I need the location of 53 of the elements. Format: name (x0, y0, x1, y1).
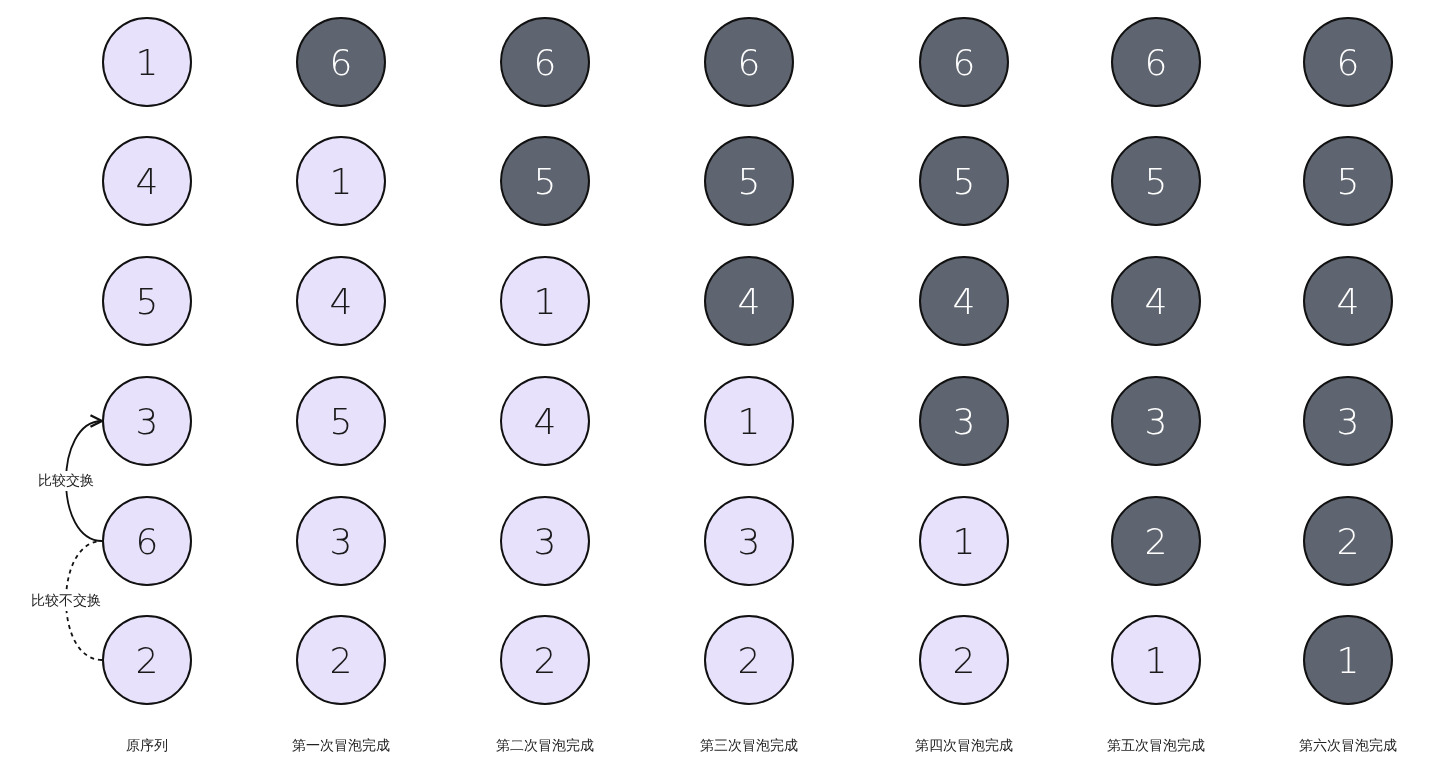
number: 6 (737, 41, 761, 83)
edge-label: 比较不交换 (29, 590, 103, 611)
column-caption: 第二次冒泡完成 (496, 737, 594, 755)
column-caption: 第六次冒泡完成 (1299, 737, 1397, 755)
number: 3 (1144, 400, 1168, 442)
number: 3 (1336, 400, 1360, 442)
number: 1 (737, 400, 761, 442)
number: 1 (135, 41, 159, 83)
number: 3 (533, 520, 557, 562)
column-caption: 第五次冒泡完成 (1107, 737, 1205, 755)
number: 1 (1336, 639, 1360, 681)
column-caption: 第四次冒泡完成 (915, 737, 1013, 755)
number: 4 (329, 280, 353, 322)
number: 3 (737, 520, 761, 562)
number: 4 (135, 160, 159, 202)
number: 5 (329, 400, 353, 442)
column-caption: 第一次冒泡完成 (292, 737, 390, 755)
number: 6 (329, 41, 353, 83)
column-caption: 第三次冒泡完成 (700, 737, 798, 755)
number: 3 (329, 520, 353, 562)
number: 2 (533, 639, 557, 681)
column-caption: 原序列 (126, 737, 168, 755)
number: 1 (952, 520, 976, 562)
number: 6 (952, 41, 976, 83)
number: 5 (533, 160, 557, 202)
number: 6 (533, 41, 557, 83)
number: 5 (952, 160, 976, 202)
number: 4 (1336, 280, 1360, 322)
number: 4 (737, 280, 761, 322)
number: 5 (135, 280, 159, 322)
dashed-curve (65, 540, 103, 661)
number: 5 (1144, 160, 1168, 202)
number: 6 (135, 520, 159, 562)
number: 2 (952, 639, 976, 681)
number: 2 (1336, 520, 1360, 562)
number: 5 (1336, 160, 1360, 202)
number: 2 (135, 639, 159, 681)
number: 3 (952, 400, 976, 442)
number: 3 (135, 400, 159, 442)
curved-arrow (65, 416, 104, 542)
number: 4 (1144, 280, 1168, 322)
number: 2 (1144, 520, 1168, 562)
number: 1 (329, 160, 353, 202)
number: 2 (737, 639, 761, 681)
number: 6 (1336, 41, 1360, 83)
number: 5 (737, 160, 761, 202)
edge-label: 比较交换 (36, 471, 96, 491)
number: 1 (1144, 639, 1168, 681)
number: 4 (533, 400, 557, 442)
number: 4 (952, 280, 976, 322)
number: 6 (1144, 41, 1168, 83)
number: 2 (329, 639, 353, 681)
number: 1 (533, 280, 557, 322)
